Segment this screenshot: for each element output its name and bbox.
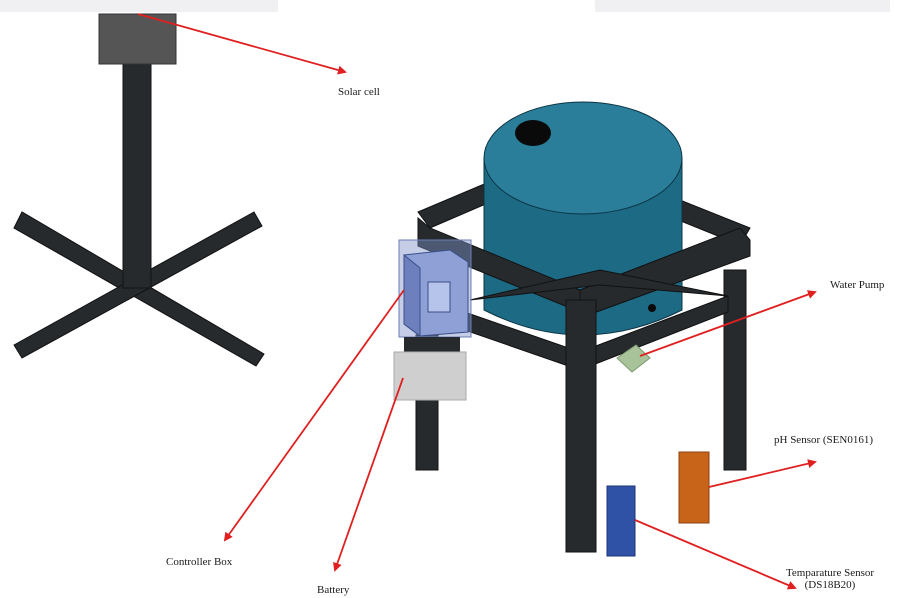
controller-box-window	[427, 281, 451, 313]
label-temperature-sensor-line2: (DS18B20)	[804, 579, 856, 591]
label-controller-box: Controller Box	[166, 556, 233, 568]
tank-outlet-hole	[648, 304, 656, 312]
label-ph-sensor: pH Sensor (SEN0161)	[774, 434, 873, 446]
arrow-temperature-sensor	[634, 519, 797, 590]
callout-arrows	[137, 13, 817, 590]
controller-box-mount	[404, 337, 460, 355]
top-bar-right	[595, 0, 890, 12]
top-bar-left	[0, 0, 278, 12]
arrow-water-pump	[639, 290, 817, 357]
tank-inlet-hole	[515, 120, 551, 146]
arrow-solar-cell	[137, 13, 347, 75]
water-pump	[616, 344, 651, 373]
battery	[393, 351, 467, 401]
label-solar-cell: Solar cell	[338, 86, 380, 98]
temperature-sensor	[606, 485, 636, 557]
controller-box-side	[403, 253, 421, 337]
stand-pole	[122, 61, 152, 289]
arrow-battery	[333, 377, 404, 572]
ph-sensor	[678, 451, 710, 524]
label-battery: Battery	[317, 584, 350, 596]
solar-stand	[13, 13, 265, 367]
frame-leg-front	[565, 299, 597, 553]
arrow-controller-box	[223, 289, 405, 542]
solar-panel	[98, 13, 177, 65]
label-temperature-sensor-line1: Temparature Sensor	[785, 567, 875, 579]
frame-shelf-back	[469, 269, 729, 301]
label-water-pump: Water Pump	[830, 279, 885, 291]
controller-box	[398, 239, 472, 355]
label-temperature-sensor: Temparature Sensor (DS18B20)	[775, 567, 885, 591]
arrow-ph-sensor	[708, 459, 817, 488]
tank-top	[483, 101, 683, 215]
